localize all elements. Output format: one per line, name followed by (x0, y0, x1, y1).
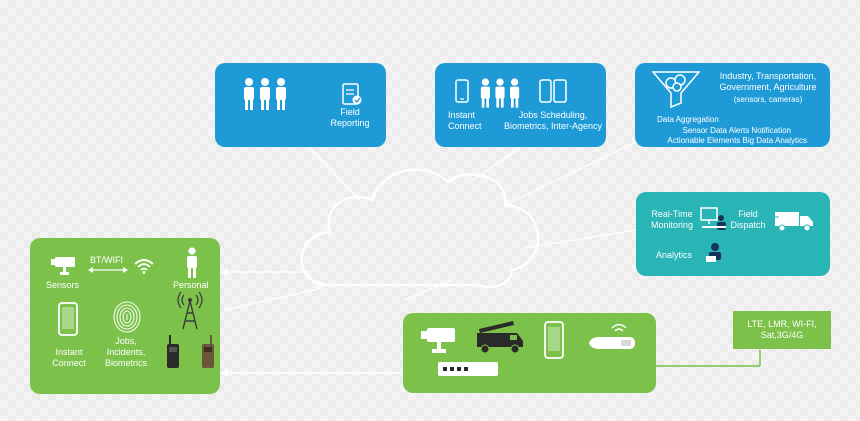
instant-connect-box: Instant Connect Jobs Scheduling, Biometr… (435, 63, 606, 147)
people-icon (244, 78, 286, 110)
camera-icon (51, 257, 75, 275)
funnel-icon (651, 71, 701, 109)
sensor-data-alerts-label: Sensor Data Alerts Notification (682, 126, 792, 135)
person-icon (187, 247, 197, 278)
phone-icon (58, 302, 78, 336)
network-types-label: LTE, LMR, WI-FI, Sat,3G/4G (747, 319, 817, 340)
radio-tower-icon (177, 291, 203, 330)
wifi-icon (134, 259, 154, 274)
field-reporting-box: Field Reporting (215, 63, 386, 147)
arrow-left-3 (220, 369, 228, 377)
jobs-incidents-label: Jobs, Incidents, Biometrics (104, 336, 147, 368)
phone-icon (544, 321, 564, 359)
router-icon (438, 362, 498, 376)
data-aggregation-label: Data Aggregation (657, 115, 719, 124)
sensor-device-icon (589, 323, 635, 349)
cloud-shape (300, 168, 540, 289)
industry-box: Industry, Transportation, Government, Ag… (635, 63, 830, 147)
field-equipment-box (403, 313, 656, 393)
arrow-right-2 (318, 281, 326, 287)
link-box1-cloud (309, 147, 361, 201)
phone-icon (455, 79, 469, 103)
truck-icon (773, 212, 813, 232)
actionable-elements-label: Actionable Elements Big Data Analytics (667, 136, 807, 145)
link-box2-cloud (469, 147, 521, 183)
sensors-label: Sensors (46, 280, 80, 290)
link-box3-cloud (504, 139, 641, 206)
camera-icon (421, 328, 455, 353)
fire-truck-icon (477, 321, 523, 354)
analytics-label: Analytics (656, 250, 693, 260)
industry-label: Industry, Transportation, Government, Ag… (719, 71, 817, 92)
laptop-person-icon (706, 243, 721, 262)
link-left-cloud-2 (224, 287, 323, 311)
field-reporting-label: Field Reporting (330, 107, 370, 128)
walkie-talkie-icon (167, 335, 179, 368)
field-devices-box: BT/WIFI Sensors Personal Instant (30, 238, 220, 394)
sensors-cameras-label: (sensors, cameras) (733, 95, 803, 104)
personal-label: Personal (173, 280, 209, 290)
field-dispatch-label: Field Dispatch (730, 209, 766, 230)
monitor-person-icon (700, 207, 726, 230)
monitoring-box: Real-Time Monitoring Field Dispatch Anal… (636, 192, 830, 276)
fingerprint-icon (113, 301, 141, 333)
tablet-icon (539, 79, 567, 103)
jobs-scheduling-label: Jobs Scheduling, Biometrics, Inter-Agenc… (503, 110, 603, 131)
document-icon (342, 83, 362, 105)
people-icon (480, 78, 520, 108)
instant-connect-label: Instant Connect (52, 347, 86, 368)
instant-connect-label: Instant Connect (448, 110, 482, 131)
link-green-cloud (404, 279, 453, 301)
bt-wifi-arrow (88, 267, 128, 273)
network-types-box: LTE, LMR, WI-FI, Sat,3G/4G (733, 311, 831, 349)
link-teal-cloud (524, 229, 637, 249)
real-time-monitoring-label: Real-Time Monitoring (650, 209, 694, 230)
bt-wifi-label: BT/WIFI (90, 255, 123, 265)
arrow-left-1 (220, 268, 228, 276)
walkie-talkie-icon (202, 335, 214, 368)
